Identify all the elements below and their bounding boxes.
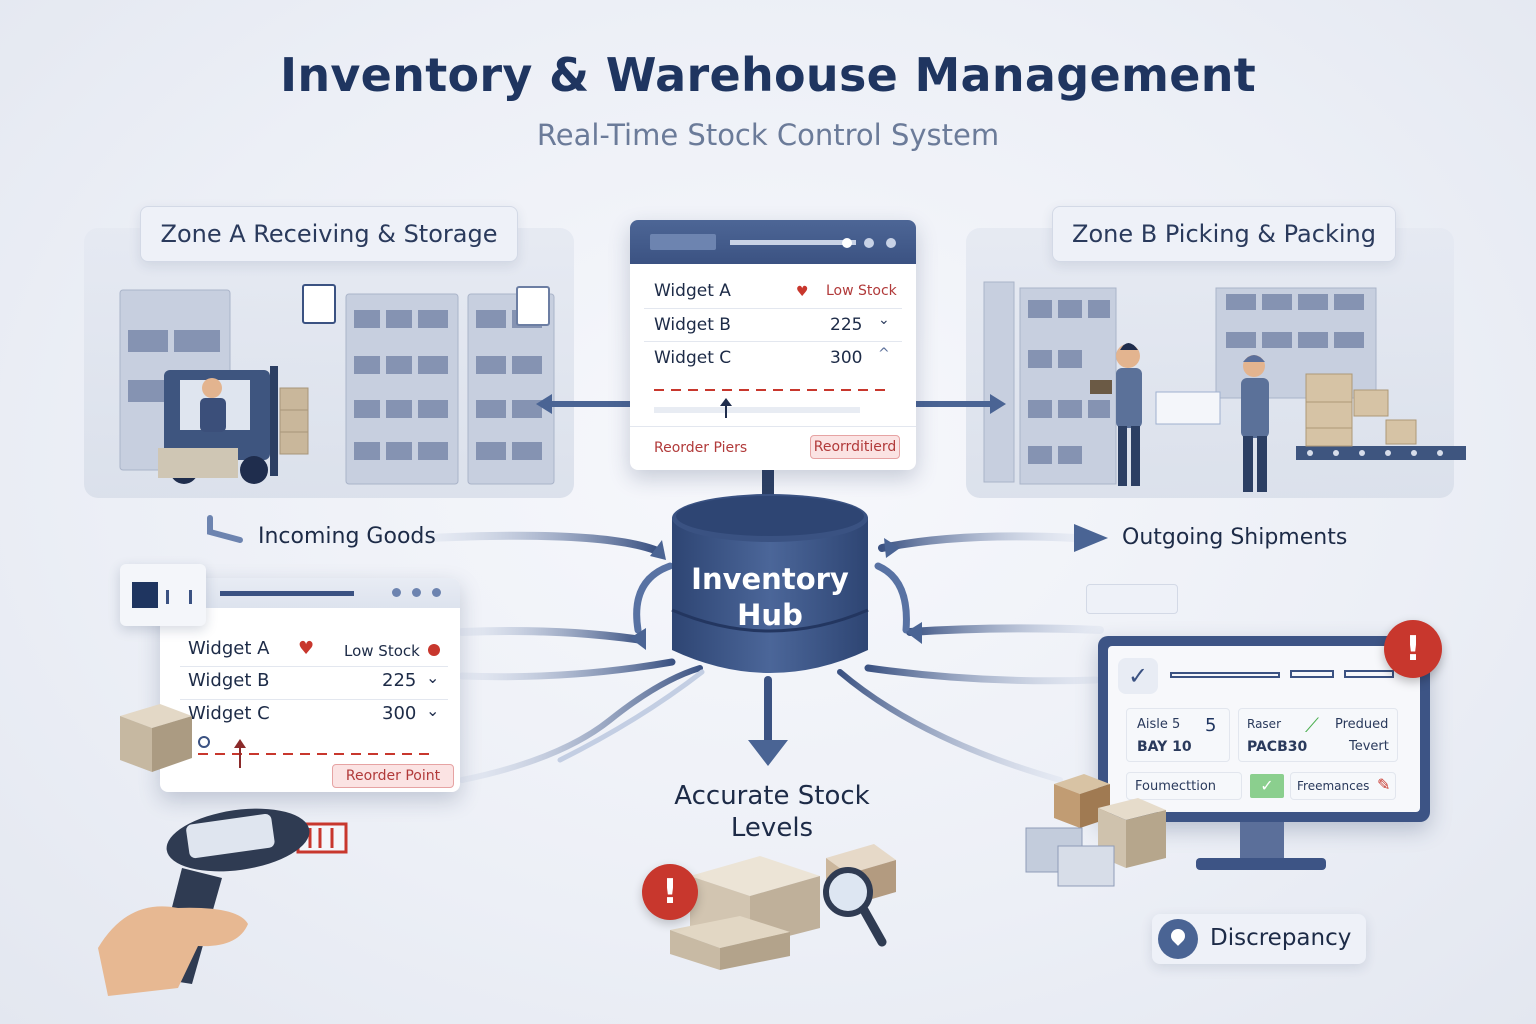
logo-mark-icon bbox=[132, 582, 158, 608]
row-widget-c-value: 300 bbox=[830, 348, 863, 368]
bottom-left-cell[interactable]: Foumecttion bbox=[1126, 772, 1242, 800]
status-dot-icon bbox=[428, 644, 440, 656]
divider bbox=[180, 666, 448, 667]
inventory-hub-cylinder bbox=[671, 494, 869, 673]
monitor-base bbox=[1196, 858, 1326, 870]
discrepancy-label: Discrepancy bbox=[1210, 925, 1352, 951]
checkmark-icon: ✓ bbox=[1118, 658, 1158, 694]
stacked-boxes-illustration bbox=[1025, 774, 1166, 887]
reorder-footer-label: Reorder Piers bbox=[654, 440, 748, 456]
panel-header-line bbox=[730, 240, 856, 245]
page-title: Inventory & Warehouse Management bbox=[279, 48, 1257, 102]
predicted-label: Predued bbox=[1335, 717, 1389, 732]
divider bbox=[180, 699, 448, 700]
predicted-value: Tevert bbox=[1349, 739, 1389, 754]
trend-icon: ⟋ bbox=[1305, 713, 1319, 737]
reorder-point-button[interactable]: Reorder Point bbox=[332, 764, 454, 788]
document-icon bbox=[516, 286, 550, 326]
alert-icon: ! bbox=[1384, 620, 1442, 678]
window-dot-icon[interactable] bbox=[392, 588, 401, 597]
shipment-card bbox=[1086, 584, 1178, 614]
app-logo-badge bbox=[120, 564, 206, 626]
row-widget-b-name: Widget B bbox=[188, 670, 270, 691]
panel-tab[interactable] bbox=[650, 234, 716, 250]
field-label: Raser bbox=[1247, 717, 1281, 731]
divider bbox=[644, 308, 902, 309]
heart-alert-icon: ♥ bbox=[796, 284, 809, 300]
barcode-scanner-icon bbox=[98, 808, 348, 996]
panel-header-line bbox=[220, 591, 330, 596]
window-dot-icon[interactable] bbox=[432, 588, 441, 597]
incoming-goods-label: Incoming Goods bbox=[258, 524, 436, 549]
trend-icon: ^ bbox=[878, 346, 890, 362]
monitor-frame: ✓ Aisle 5 5 BAY 10 Raser PACB30 ⟋ Predue… bbox=[1098, 636, 1430, 822]
panel-header-line bbox=[284, 591, 354, 596]
row-widget-a-value: Low Stock bbox=[344, 642, 420, 660]
alert-icon: ! bbox=[642, 864, 698, 920]
barcode-icon bbox=[166, 590, 192, 604]
window-dot-icon[interactable] bbox=[412, 588, 421, 597]
panel-header bbox=[630, 220, 916, 264]
reorder-button[interactable]: Reorrditierd bbox=[810, 435, 900, 459]
chevron-down-icon[interactable]: ⌄ bbox=[426, 668, 440, 687]
left-stock-panel: Widget A ♥ Low Stock Widget B 225 ⌄ Widg… bbox=[160, 578, 460, 792]
row-widget-a-name: Widget A bbox=[188, 638, 270, 659]
header-bar bbox=[1290, 670, 1334, 678]
hub-label-line1: Inventory bbox=[691, 562, 849, 596]
prediction-cell[interactable]: Raser PACB30 ⟋ Predued Tevert bbox=[1238, 708, 1398, 762]
accurate-stock-label: Accurate Stock Levels bbox=[674, 781, 870, 843]
magnifier-icon bbox=[823, 867, 887, 947]
field-value: PACB30 bbox=[1247, 739, 1308, 755]
bay-label: BAY 10 bbox=[1137, 739, 1192, 755]
zone-a-label: Zone A Receiving & Storage bbox=[140, 206, 518, 262]
aisle-number: 5 bbox=[1205, 715, 1217, 736]
aisle-label: Aisle 5 bbox=[1137, 717, 1181, 732]
row-widget-c-name: Widget C bbox=[188, 703, 270, 724]
divider bbox=[630, 426, 916, 427]
checkmark-icon: ✓ bbox=[1250, 774, 1284, 798]
incoming-arrow-icon bbox=[207, 515, 243, 543]
heart-alert-icon: ♥ bbox=[298, 638, 315, 659]
bottom-left-label: Foumecttion bbox=[1135, 779, 1217, 794]
location-cell[interactable]: Aisle 5 5 BAY 10 bbox=[1126, 708, 1230, 762]
zone-b-label: Zone B Picking & Packing bbox=[1052, 206, 1396, 262]
chevron-down-icon[interactable]: ⌄ bbox=[426, 701, 440, 720]
pencil-icon: ✎ bbox=[1377, 775, 1391, 794]
document-icon bbox=[302, 284, 336, 324]
top-stock-panel: Widget A ♥ Low Stock Widget B 225 ⌄ Widg… bbox=[630, 220, 916, 470]
row-widget-a-name: Widget A bbox=[654, 281, 731, 301]
window-dot-icon[interactable] bbox=[842, 238, 852, 248]
cardboard-box-icon bbox=[120, 704, 192, 772]
monitor-stand bbox=[1240, 822, 1284, 862]
row-widget-c-name: Widget C bbox=[654, 348, 732, 368]
row-widget-a-value: Low Stock bbox=[826, 283, 897, 299]
discrepancy-badge[interactable]: Discrepancy bbox=[1152, 914, 1366, 964]
divider bbox=[644, 341, 902, 342]
hub-label-line2: Hub bbox=[737, 598, 803, 632]
zone-b-illustration bbox=[983, 281, 1466, 492]
header-bar bbox=[1170, 672, 1280, 678]
row-widget-b-name: Widget B bbox=[654, 315, 731, 335]
window-dot-icon[interactable] bbox=[864, 238, 874, 248]
row-widget-b-value: 225 bbox=[382, 670, 417, 691]
zone-a-illustration bbox=[119, 289, 555, 485]
monitor-screen: ✓ Aisle 5 5 BAY 10 Raser PACB30 ⟋ Predue… bbox=[1108, 646, 1420, 812]
chevron-down-icon[interactable]: ⌄ bbox=[878, 312, 890, 328]
bottom-right-label: Freemances bbox=[1297, 779, 1370, 793]
page-subtitle: Real-Time Stock Control System bbox=[536, 118, 1000, 152]
stock-boxes-illustration bbox=[670, 844, 896, 970]
outgoing-shipments-label: Outgoing Shipments bbox=[1122, 525, 1348, 550]
location-pin-icon bbox=[1158, 919, 1198, 959]
window-dot-icon[interactable] bbox=[886, 238, 896, 248]
panel-header bbox=[160, 578, 460, 608]
row-widget-b-value: 225 bbox=[830, 315, 863, 335]
reorder-threshold-line bbox=[198, 736, 434, 768]
header-bar bbox=[1344, 670, 1394, 678]
bottom-right-cell[interactable]: Freemances ✎ bbox=[1290, 772, 1396, 800]
row-widget-c-value: 300 bbox=[382, 703, 417, 724]
reorder-threshold-line bbox=[654, 389, 890, 418]
